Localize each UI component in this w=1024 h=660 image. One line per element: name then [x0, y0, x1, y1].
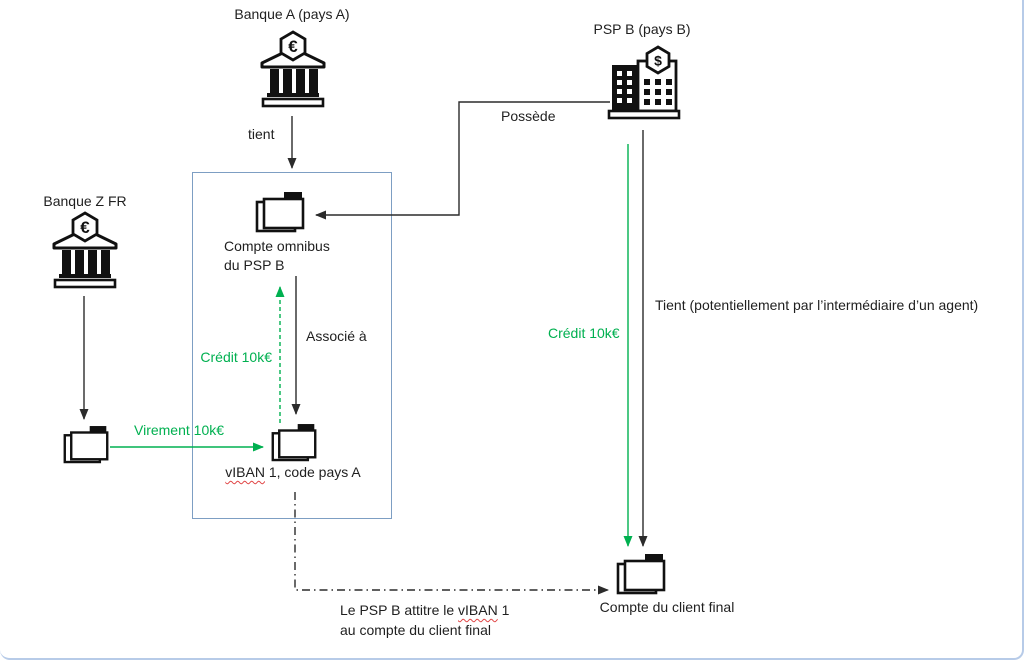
bank-building-euro-icon — [45, 211, 125, 291]
psp-b-label: PSP B (pays B) — [593, 21, 691, 37]
edge-credit-box-label: Crédit 10k€ — [200, 349, 272, 365]
compte-omnibus-label: Compte omnibus du PSP B — [224, 237, 330, 275]
banque-a-label: Banque A (pays A) — [234, 6, 350, 22]
attitre-text-a: Le PSP B attitre le — [340, 602, 459, 618]
compte-omnibus-label-line1: Compte omnibus — [224, 238, 330, 254]
edge-tient-label: tient — [248, 126, 275, 142]
compte-client-label: Compte du client final — [599, 599, 735, 615]
viban-label: vIBAN 1, code pays A — [225, 464, 360, 481]
folders-icon — [254, 189, 306, 235]
attitre-note: Le PSP B attitre le vIBAN 1 au compte du… — [340, 600, 509, 640]
viban-rest: 1, code pays A — [264, 464, 361, 480]
edge-associe-label: Associé à — [306, 328, 367, 344]
folders-icon — [615, 551, 667, 597]
attitre-text-b: 1 — [497, 602, 510, 618]
attitre-note-line1: Le PSP B attitre le vIBAN 1 — [340, 600, 509, 620]
bank-building-euro-icon — [253, 30, 333, 110]
edge-credit-psp-label: Crédit 10k€ — [548, 325, 620, 341]
edge-tient-agent-label: Tient (potentiellement par l’intermédiai… — [655, 297, 979, 313]
edge-possede-label: Possède — [501, 108, 556, 124]
edge-virement-label: Virement 10k€ — [134, 422, 225, 438]
omnibus-group-box — [192, 172, 392, 519]
folders-icon — [62, 423, 110, 466]
viban-word: vIBAN — [225, 464, 265, 480]
office-building-dollar-icon — [606, 45, 682, 123]
folders-icon — [270, 421, 318, 464]
attitre-note-line2: au compte du client final — [340, 622, 491, 638]
banque-z-label: Banque Z FR — [43, 193, 127, 209]
compte-omnibus-label-line2: du PSP B — [224, 257, 285, 273]
attitre-viban-word: vIBAN — [458, 602, 498, 618]
